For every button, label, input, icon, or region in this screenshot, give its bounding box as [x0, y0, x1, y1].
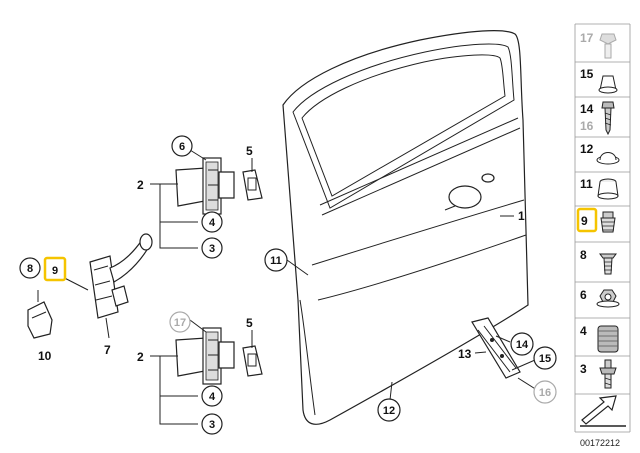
callout-16-grey: 16	[533, 380, 557, 404]
callout-13: 13	[458, 347, 472, 361]
svg-text:15: 15	[539, 353, 551, 365]
lower-hinge-shim	[242, 345, 263, 377]
svg-text:7: 7	[104, 343, 111, 357]
svg-text:12: 12	[580, 142, 594, 156]
legend-row-17: 17	[575, 23, 630, 59]
stud-bolt-icon	[599, 359, 617, 389]
svg-text:9: 9	[52, 265, 58, 277]
callout-1: 1	[518, 209, 525, 223]
grommet-icon	[597, 178, 619, 200]
svg-text:3: 3	[209, 243, 215, 255]
callout-7: 7	[104, 343, 111, 357]
callout-11: 11	[264, 248, 288, 272]
diagram-id: 00172212	[580, 438, 620, 448]
svg-text:4: 4	[209, 217, 216, 229]
legend-row-6: 6	[575, 281, 630, 308]
direction-arrow-icon	[580, 395, 626, 427]
cap-icon	[598, 75, 618, 94]
svg-text:11: 11	[580, 177, 593, 191]
dome-clip-icon	[596, 152, 620, 165]
legend-row-15: 15	[575, 61, 630, 94]
svg-text:3: 3	[209, 419, 215, 431]
hex-nut-icon	[596, 289, 620, 308]
legend-row-3: 3	[575, 355, 630, 389]
leader-lines	[37, 149, 538, 425]
svg-text:6: 6	[179, 141, 185, 153]
svg-text:2: 2	[137, 178, 144, 192]
callout-2-lower: 2	[137, 350, 144, 364]
svg-text:8: 8	[580, 248, 587, 262]
svg-text:1: 1	[518, 209, 525, 223]
bolt-icon	[599, 33, 617, 59]
callout-4-lower: 4	[201, 385, 223, 407]
svg-text:14: 14	[516, 339, 529, 351]
svg-text:4: 4	[580, 324, 587, 338]
svg-text:8: 8	[27, 263, 33, 275]
svg-text:11: 11	[270, 255, 282, 267]
parts-legend-sidebar: 17 15 14 16	[574, 23, 631, 433]
legend-row-14: 14 16	[575, 96, 630, 136]
expansion-rivet-icon	[599, 253, 617, 275]
svg-text:3: 3	[580, 362, 587, 376]
callout-9-highlighted: 9	[43, 256, 67, 282]
svg-text:15: 15	[580, 67, 594, 81]
svg-text:2: 2	[137, 350, 144, 364]
callout-2-upper: 2	[137, 178, 144, 192]
svg-text:13: 13	[458, 347, 472, 361]
legend-row-8: 8	[575, 241, 630, 275]
svg-text:16: 16	[580, 119, 594, 133]
callout-10: 10	[38, 349, 52, 363]
screw-icon	[601, 101, 615, 136]
door-check-bumper	[27, 301, 53, 339]
legend-row-12: 12	[575, 136, 630, 165]
door-check-strap	[89, 233, 153, 319]
legend-row-4: 4	[575, 317, 630, 353]
svg-text:10: 10	[38, 349, 52, 363]
callout-17-grey: 17	[169, 311, 191, 333]
callout-4-upper: 4	[201, 211, 223, 233]
upper-hinge	[175, 157, 235, 215]
svg-text:6: 6	[580, 288, 587, 302]
door-handle-recess	[448, 185, 482, 209]
threaded-sleeve-icon	[597, 325, 619, 353]
callout-3-lower: 3	[201, 413, 223, 435]
svg-text:14: 14	[580, 102, 594, 116]
legend-row-11: 11	[575, 171, 630, 200]
svg-text:9: 9	[581, 214, 588, 228]
callout-5-lower: 5	[246, 316, 253, 330]
legend-row-arrow	[575, 393, 630, 433]
spring-clip-icon	[600, 211, 616, 233]
svg-text:17: 17	[174, 317, 186, 329]
seal-strip	[471, 317, 521, 379]
svg-text:5: 5	[246, 316, 253, 330]
legend-row-9: 9	[575, 205, 630, 233]
callout-5-upper: 5	[246, 144, 253, 158]
callout-12: 12	[377, 398, 401, 422]
callout-15: 15	[533, 346, 557, 370]
callout-6: 6	[171, 135, 193, 157]
rear-door-shell	[282, 30, 529, 425]
callout-14: 14	[510, 332, 534, 356]
callout-8: 8	[19, 257, 41, 279]
svg-text:17: 17	[580, 31, 594, 45]
svg-text:12: 12	[383, 405, 395, 417]
svg-text:5: 5	[246, 144, 253, 158]
callout-3-upper: 3	[201, 237, 223, 259]
upper-hinge-shim	[242, 169, 263, 201]
lower-hinge	[175, 327, 235, 385]
svg-text:4: 4	[209, 391, 216, 403]
svg-text:16: 16	[539, 387, 551, 399]
